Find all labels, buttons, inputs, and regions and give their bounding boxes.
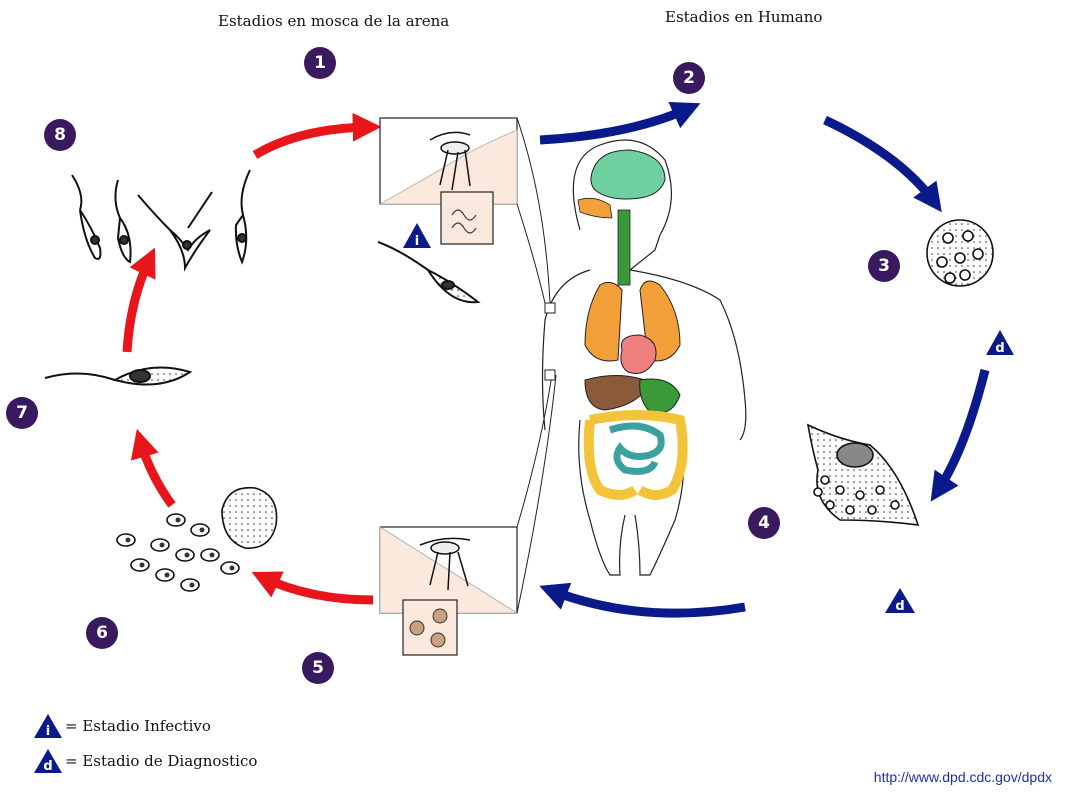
sandfly-bite-inset-bottom <box>380 527 517 655</box>
legend-infective-label: = Estadio Infectivo <box>65 717 211 735</box>
heart <box>621 335 656 374</box>
step-6-badge: 6 <box>86 617 118 649</box>
svg-text:i: i <box>415 234 419 249</box>
promastigote-single <box>45 368 190 385</box>
red-arrow-6-to-7 <box>140 440 172 505</box>
blue-arrow-3-to-4 <box>937 370 985 492</box>
step-3-badge: 3 <box>868 250 900 282</box>
svg-text:d: d <box>995 341 1004 356</box>
red-arrow-7-to-8 <box>127 258 150 352</box>
blue-arrow-4-to-5 <box>550 590 745 613</box>
promastigote-injected <box>378 242 478 302</box>
diagnostic-stage-marker-3: d <box>986 330 1014 356</box>
human-body-figure <box>543 140 746 575</box>
legend-diagnostic-label: = Estadio de Diagnostico <box>65 752 257 770</box>
svg-text:d: d <box>43 759 52 774</box>
red-arrow-8-to-1 <box>255 127 370 155</box>
svg-text:i: i <box>46 724 50 739</box>
step-7-badge: 7 <box>6 397 38 429</box>
blue-arrow-2-to-3 <box>825 120 935 203</box>
small-intestine <box>610 426 661 471</box>
step-1-badge: 1 <box>304 47 336 79</box>
oral-cavity <box>578 198 612 218</box>
sandfly-bite-inset-top <box>380 118 517 244</box>
source-url: http://www.dpd.cdc.gov/dpdx <box>874 769 1052 785</box>
step-8-badge: 8 <box>44 119 76 151</box>
esophagus <box>618 210 630 285</box>
infective-stage-marker: i <box>403 223 431 249</box>
step-5-badge: 5 <box>302 652 334 684</box>
diagnostic-stage-marker-4: d <box>885 588 915 614</box>
inset-connector-lines <box>517 118 556 613</box>
infective-stage-icon: i <box>33 713 63 739</box>
diagnostic-stage-icon: d <box>33 748 63 774</box>
legend-diagnostic: d = Estadio de Diagnostico <box>33 748 257 774</box>
skin-site-upper <box>545 303 555 313</box>
legend-infective: i = Estadio Infectivo <box>33 713 211 739</box>
step-2-badge: 2 <box>673 62 705 94</box>
infected-macrophage <box>927 220 993 286</box>
stomach <box>640 379 680 413</box>
step-4-badge: 4 <box>748 507 780 539</box>
red-arrow-5-to-6 <box>262 577 373 600</box>
blue-arrow-1-to-2 <box>540 108 690 140</box>
amastigotes-in-cells <box>808 425 918 525</box>
amastigotes-cluster <box>117 488 277 591</box>
svg-text:d: d <box>895 599 904 614</box>
skin-site-lower <box>545 370 555 380</box>
brain <box>591 150 665 199</box>
promastigotes-group <box>72 170 250 268</box>
